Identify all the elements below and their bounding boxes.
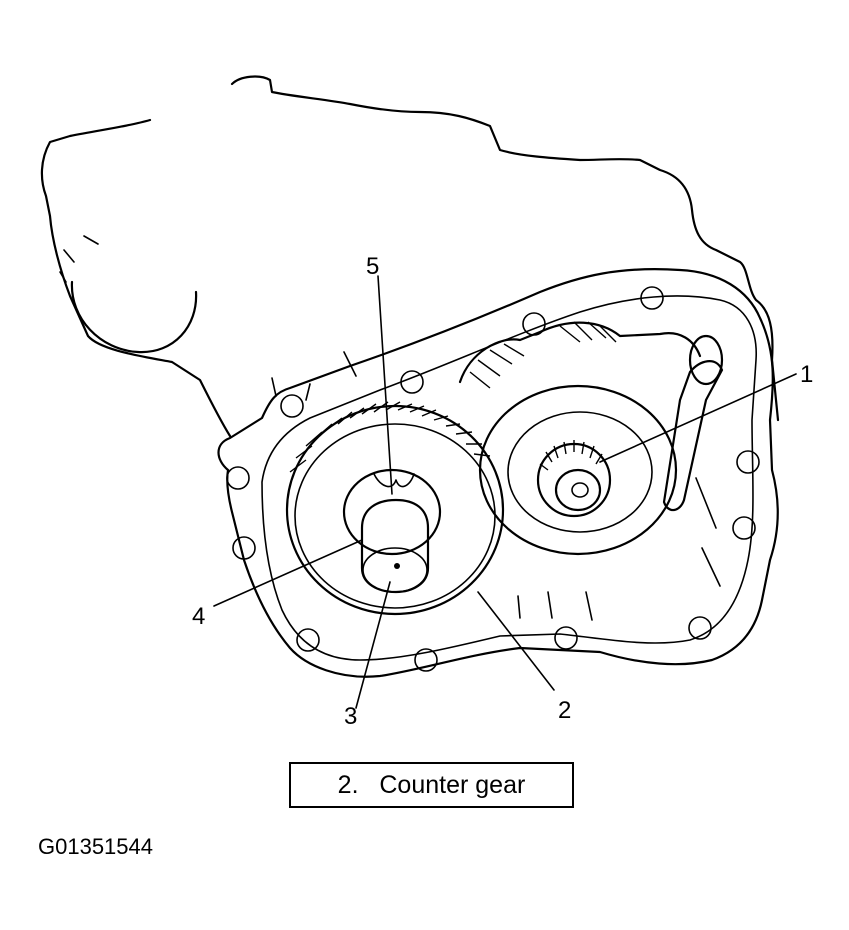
- caption-label: Counter gear: [379, 770, 526, 799]
- bearing-rollers: [539, 440, 603, 471]
- leader-line-1: [599, 373, 797, 463]
- caption-number: 2.: [337, 770, 359, 799]
- bolt-hole: [226, 466, 250, 490]
- bolt-hole: [414, 648, 438, 672]
- figure-id: G01351544: [38, 834, 153, 859]
- bolt-hole: [232, 536, 256, 560]
- shaft-end: [362, 547, 428, 593]
- left-bore: [70, 280, 198, 354]
- shaft-body: [360, 498, 430, 594]
- case-flange: [217, 268, 779, 678]
- leader-line-4: [213, 539, 363, 607]
- callout-5: 5: [366, 253, 379, 280]
- bolt-hole: [296, 628, 320, 652]
- caption-box: 2. Counter gear: [289, 762, 574, 808]
- leader-line-2: [477, 591, 555, 691]
- case-ribs: [271, 351, 721, 621]
- bolt-hole: [688, 616, 712, 640]
- main-gear-assembly: [458, 321, 702, 556]
- bolt-hole: [400, 370, 424, 394]
- input-shaft-bore: [571, 482, 589, 498]
- counter-gear-body: [285, 404, 505, 616]
- left-bore-dash: [59, 235, 99, 283]
- bolt-holes: [226, 286, 760, 672]
- callout-4: 4: [192, 603, 205, 630]
- leader-line-3: [355, 581, 391, 709]
- shift-lever: [662, 360, 724, 512]
- bolt-hole: [640, 286, 664, 310]
- counter-gear: [285, 401, 505, 616]
- bolt-hole: [280, 394, 304, 418]
- bolt-hole: [736, 450, 760, 474]
- bearing-housing: [478, 384, 678, 556]
- needle-bearing: [536, 442, 612, 518]
- bolt-hole: [732, 516, 756, 540]
- counter-shaft: [342, 468, 442, 594]
- counter-gear-teeth: [289, 401, 491, 473]
- callout-2: 2: [558, 697, 571, 724]
- rear-gear-teeth: [469, 321, 617, 389]
- bolt-hole: [554, 626, 578, 650]
- counter-gear-face: [294, 423, 496, 609]
- callout-3: 3: [344, 703, 357, 730]
- bearing-race: [507, 411, 653, 533]
- callout-1: 1: [800, 361, 813, 388]
- thrust-washer: [342, 468, 442, 556]
- washer-notch: [373, 473, 415, 488]
- leader-line-5: [377, 275, 393, 495]
- shaft-center: [394, 563, 400, 569]
- input-shaft-end: [554, 468, 602, 512]
- lever-pin: [688, 334, 724, 386]
- housing-outline: [40, 75, 780, 438]
